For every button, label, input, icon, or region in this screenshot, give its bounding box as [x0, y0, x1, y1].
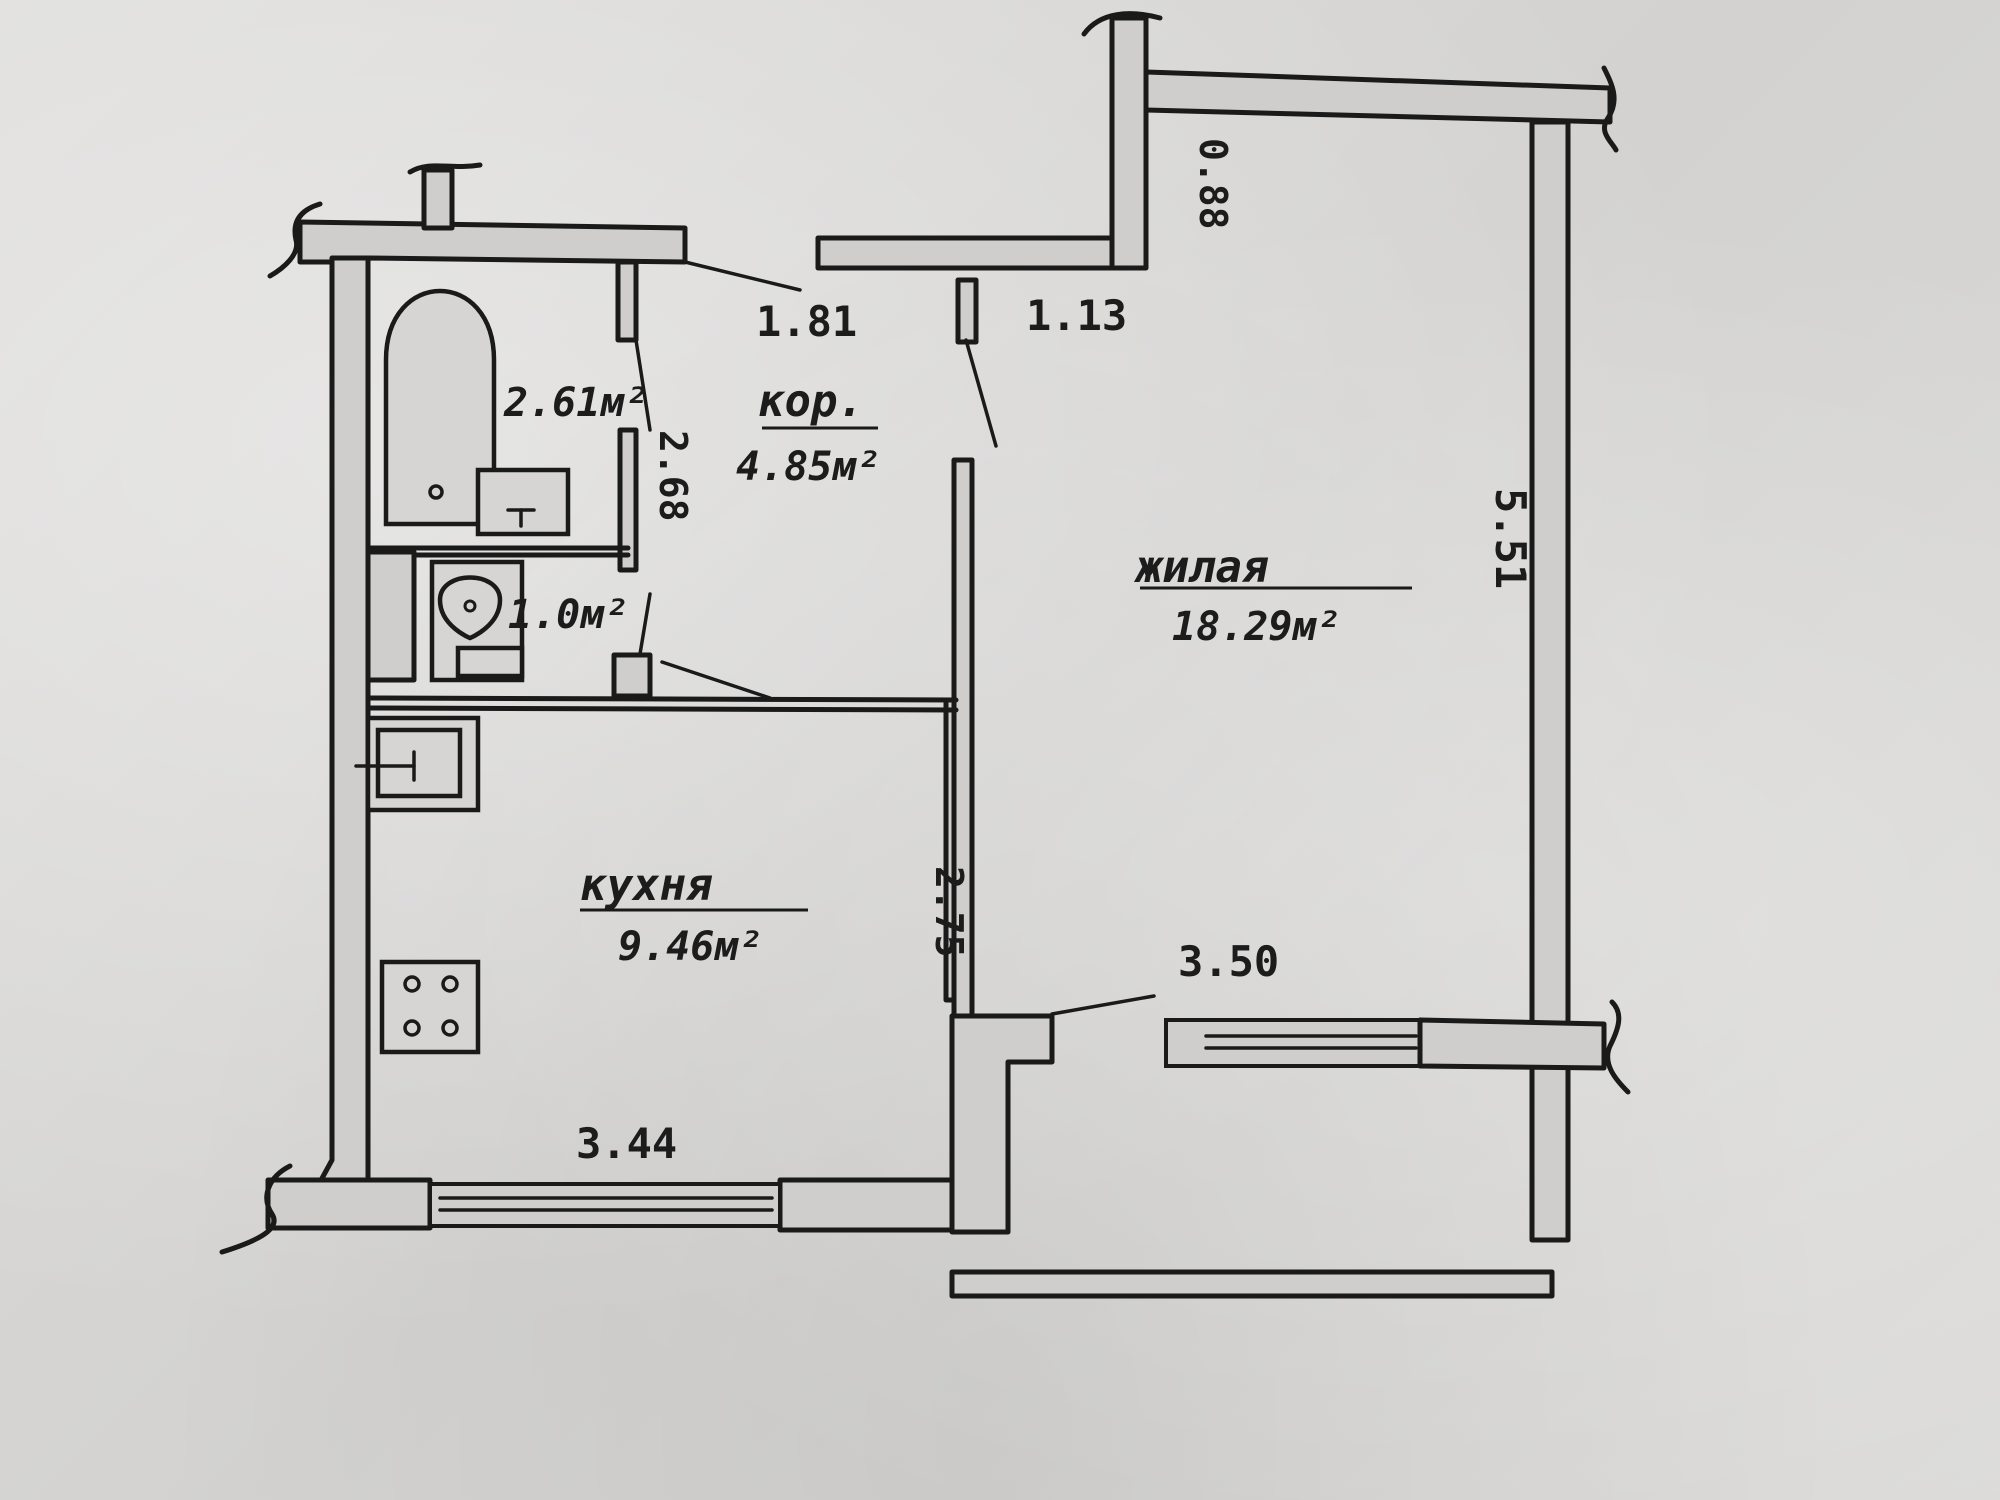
living-window [1164, 1018, 1422, 1068]
corridor-area: 4.85м² [736, 444, 881, 490]
stove-icon [379, 959, 481, 1055]
doors [634, 260, 1156, 1016]
dim-bath-length: 2.68 [651, 430, 695, 522]
break-mark-vent [407, 162, 483, 175]
bathroom-area: 2.61м² [503, 380, 649, 426]
wall-top-corridor [815, 235, 1115, 271]
wall-balcony-left [949, 1013, 1055, 1235]
dim-kitchen-length: 2.75 [927, 866, 971, 958]
bath-sink-icon [475, 467, 571, 537]
wall-kitchen-top [365, 695, 959, 703]
break-mark-bottomleft [219, 1163, 293, 1255]
wall-vent-top [421, 167, 455, 231]
door-swing-balcony [1050, 994, 1156, 1016]
balcony-rail [949, 1269, 1555, 1299]
wall-right-window-seg [1417, 1017, 1607, 1071]
break-mark-topright [1601, 65, 1619, 153]
dim-kitchen-width: 3.44 [576, 1119, 677, 1168]
wall-right [1529, 119, 1571, 1243]
wall-bath-partition-lower [617, 427, 639, 573]
wall-left [317, 255, 371, 1185]
wall-wc-bottom [611, 652, 653, 699]
wall-niche-vertical [1109, 15, 1149, 271]
living-area: 18.29м² [1172, 604, 1341, 650]
door-swing-bath [634, 338, 652, 432]
wc-niche [365, 549, 417, 683]
kitchen-window [428, 1182, 782, 1228]
kitchen-area: 9.46м² [618, 924, 763, 970]
living-name: жилая [1133, 542, 1269, 593]
wc-area: 1.0м² [508, 592, 628, 638]
door-swing-kitchen [660, 660, 772, 700]
break-mark-topleft [267, 201, 323, 279]
dim-corridor-width: 1.81 [756, 297, 857, 346]
room-labels: кор. 4.85м² жилая 18.29м² кухня 9.46м² 2… [503, 376, 1412, 970]
wall-bath-partition [615, 259, 639, 343]
door-swing-entry [683, 260, 802, 292]
bathtub-icon [383, 288, 497, 527]
dim-entry-width: 1.13 [1026, 291, 1127, 340]
kitchen-name: кухня [580, 860, 713, 911]
dim-living-length: 5.51 [1486, 488, 1535, 589]
dim-living-width: 3.50 [1178, 937, 1279, 986]
kitchen-sink-icon [354, 715, 481, 813]
break-mark-topright-niche [1081, 11, 1163, 37]
wall-top-right [1143, 69, 1613, 125]
dimension-labels: 1.81 1.13 0.88 2.68 5.51 3.50 2.75 3.44 [576, 138, 1535, 1168]
break-mark-right [1605, 999, 1631, 1095]
dim-niche-depth: 0.88 [1191, 138, 1235, 230]
fixtures [354, 288, 571, 1055]
door-swing-wc [638, 592, 652, 656]
wall-stub-entry [955, 277, 979, 345]
door-swing-living [964, 338, 998, 448]
wall-bottom-left [265, 1177, 433, 1231]
corridor-name: кор. [758, 376, 864, 427]
toilet-icon [429, 559, 525, 683]
walls [219, 11, 1631, 1299]
